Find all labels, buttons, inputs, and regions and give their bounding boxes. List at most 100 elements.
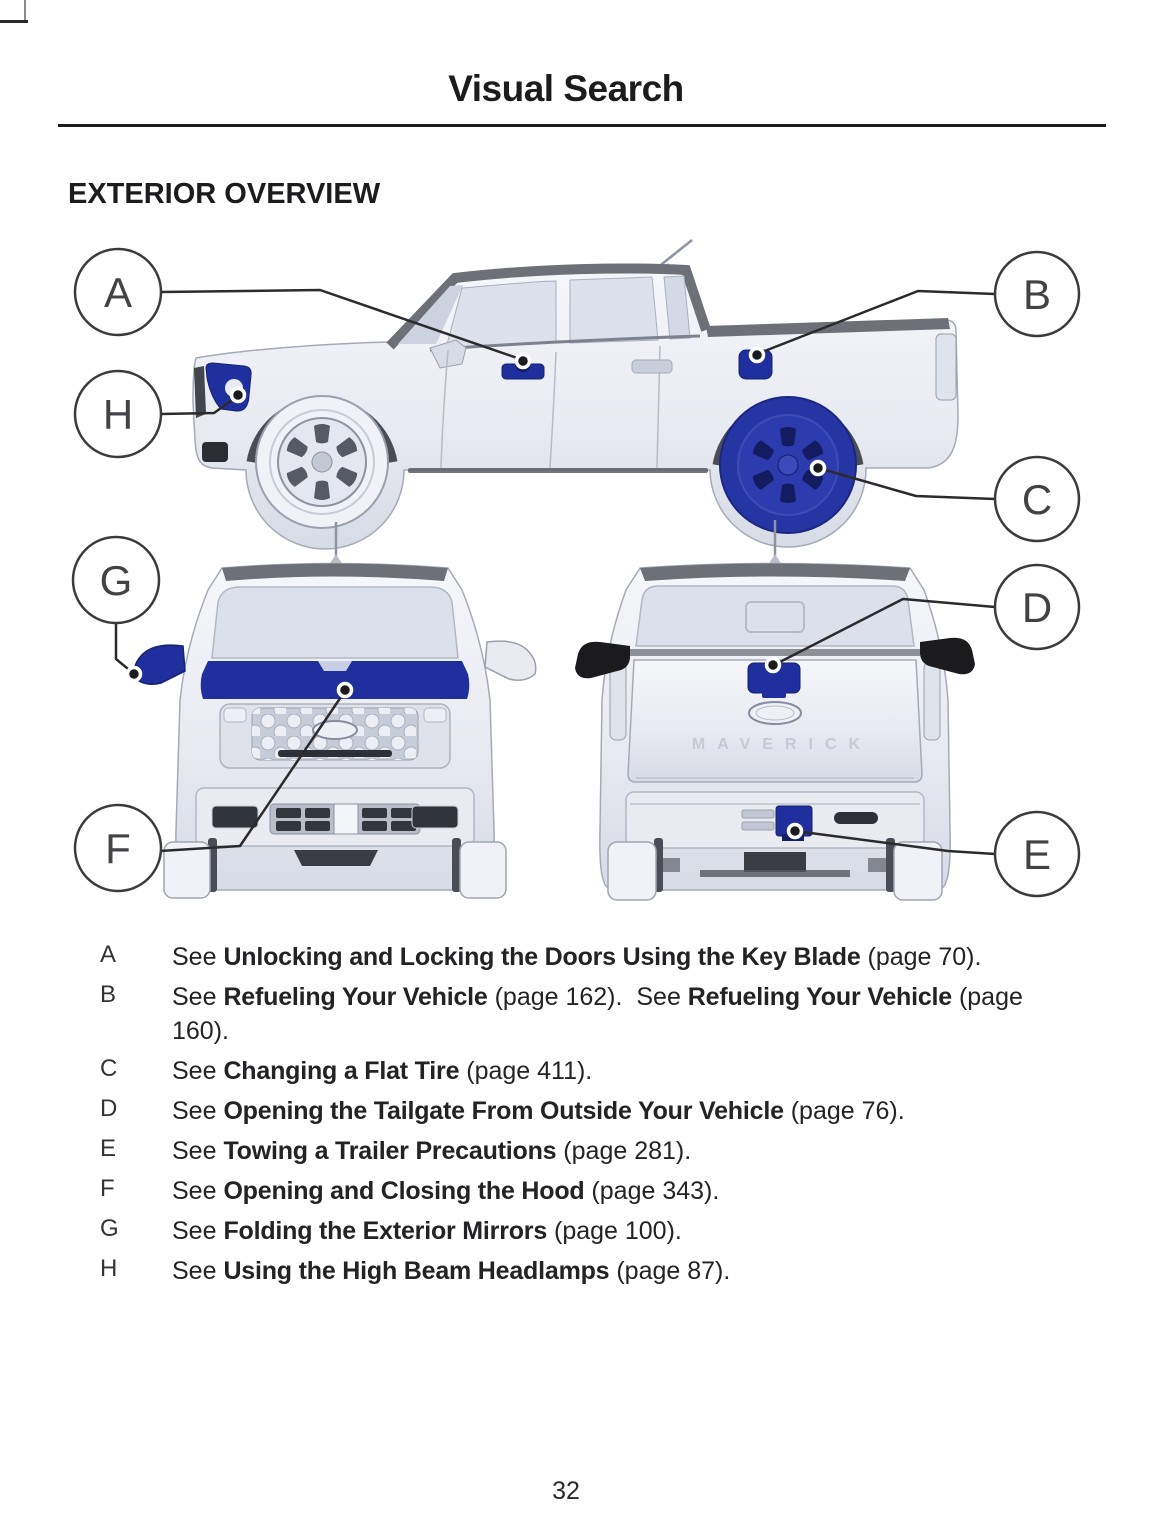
side-view-truck xyxy=(192,239,959,550)
callout-f: F xyxy=(73,803,163,893)
rear-window xyxy=(635,585,915,647)
legend-text: See Unlocking and Locking the Doors Usin… xyxy=(172,943,982,971)
pointer-dot-b xyxy=(748,346,766,364)
legend-item-a: A See Unlocking and Locking the Doors Usi… xyxy=(100,940,1080,974)
section-heading: EXTERIOR OVERVIEW xyxy=(68,178,381,210)
leader-lines xyxy=(114,288,996,856)
legend-item-g: G See Folding the Exterior Mirrors (page … xyxy=(100,1214,1080,1248)
callout-c: C xyxy=(993,455,1081,543)
rear-wheel-highlight xyxy=(712,396,864,534)
rear-left-tire xyxy=(607,841,657,901)
legend-letter: G xyxy=(100,1215,119,1242)
svg-text:E: E xyxy=(1023,831,1051,878)
rear-bumper xyxy=(625,791,925,849)
side-rocker xyxy=(408,468,708,473)
pointer-dot-a xyxy=(514,352,532,370)
pointer-dot-h xyxy=(229,386,247,404)
bumper-left-vent xyxy=(211,805,259,829)
bumper-right-vent xyxy=(411,805,459,829)
svg-text:F: F xyxy=(105,825,131,872)
callout-h: H xyxy=(73,369,163,459)
callout-b: B xyxy=(993,250,1081,338)
leader-d xyxy=(773,597,996,667)
legend-item-c: C See Changing a Flat Tire (page 411). xyxy=(100,1054,1080,1088)
legend-list: A See Unlocking and Locking the Doors Usi… xyxy=(100,940,1080,1294)
front-ford-oval xyxy=(312,720,358,740)
side-quarter-window xyxy=(663,275,691,340)
front-right-mirror xyxy=(484,640,537,681)
bumper-slot xyxy=(834,812,878,824)
rear-sliding-window xyxy=(745,601,805,633)
rear-left-mirror xyxy=(575,641,630,679)
side-fog-lamp xyxy=(202,442,228,462)
legend-letter: F xyxy=(100,1175,115,1202)
callout-a: A xyxy=(73,247,163,337)
legend-letter: H xyxy=(100,1255,118,1282)
side-rear-door-window xyxy=(569,276,659,344)
rear-right-tire xyxy=(893,841,943,901)
callout-g: G xyxy=(71,535,161,625)
rear-view-truck: MAVERICK xyxy=(575,520,975,901)
page-corner-mark-horizontal xyxy=(0,20,28,23)
pointer-dots xyxy=(125,346,827,840)
hood-cowl-highlight xyxy=(200,661,470,699)
front-right-headlight xyxy=(423,707,447,723)
leader-f xyxy=(159,690,347,853)
leader-e xyxy=(794,829,996,856)
legend-letter: A xyxy=(100,941,117,968)
pointer-dot-g xyxy=(125,665,143,683)
leader-a xyxy=(160,288,524,362)
maverick-badge: MAVERICK xyxy=(692,736,872,753)
page-corner-mark-vertical xyxy=(24,0,26,21)
rear-roof-band xyxy=(640,563,910,581)
legend-item-b: B See Refueling Your Vehicle (page 162). … xyxy=(100,980,1080,1048)
rear-taillamp-right xyxy=(923,661,941,741)
front-view-truck xyxy=(133,522,537,899)
legend-text: See Refueling Your Vehicle (page 162). S… xyxy=(172,983,1023,1045)
leader-c xyxy=(817,466,996,501)
svg-text:H: H xyxy=(103,391,133,438)
front-left-headlight xyxy=(223,707,247,723)
callout-circles: A H G F B C D E xyxy=(71,247,1081,898)
front-left-tire xyxy=(163,841,211,899)
callout-e: E xyxy=(993,810,1081,898)
pointer-dot-e xyxy=(786,822,804,840)
rear-taillamp-left xyxy=(609,661,627,741)
legend-text: See Folding the Exterior Mirrors (page 1… xyxy=(172,1217,682,1245)
hitch-receiver xyxy=(744,852,806,872)
rear-right-mirror xyxy=(920,637,975,675)
front-windshield xyxy=(211,586,459,659)
leader-g xyxy=(114,623,134,674)
legend-item-d: D See Opening the Tailgate From Outside Y… xyxy=(100,1094,1080,1128)
title-rule xyxy=(58,124,1106,127)
legend-text: See Changing a Flat Tire (page 411). xyxy=(172,1057,593,1085)
exterior-overview-diagram: MAVERICK xyxy=(0,230,1164,930)
legend-letter: D xyxy=(100,1095,118,1122)
front-roof-band xyxy=(222,563,448,581)
left-mirror-highlight xyxy=(133,644,186,685)
legend-letter: E xyxy=(100,1135,117,1162)
legend-text: See Opening the Tailgate From Outside Yo… xyxy=(172,1097,905,1125)
page-number: 32 xyxy=(552,1477,580,1505)
pointer-dot-d xyxy=(764,656,782,674)
svg-text:G: G xyxy=(100,557,133,604)
svg-text:B: B xyxy=(1023,271,1051,318)
legend-letter: B xyxy=(100,981,117,1008)
svg-text:A: A xyxy=(104,269,132,316)
rear-door-handle xyxy=(631,359,673,374)
rear-ford-oval xyxy=(748,701,802,725)
front-air-dam xyxy=(294,850,378,866)
side-roof-band xyxy=(386,263,711,350)
legend-letter: C xyxy=(100,1055,118,1082)
svg-text:C: C xyxy=(1022,476,1052,523)
svg-text:D: D xyxy=(1022,584,1052,631)
page-title: Visual Search xyxy=(448,68,684,109)
side-taillamp xyxy=(935,333,957,401)
side-front-grille xyxy=(194,366,206,418)
leader-h xyxy=(160,394,239,416)
callout-d: D xyxy=(993,563,1081,651)
leader-b xyxy=(756,289,996,356)
